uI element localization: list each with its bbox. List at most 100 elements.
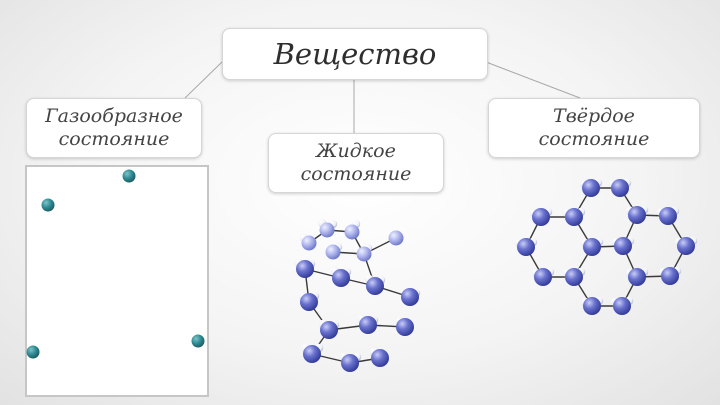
page-title: Вещество [273, 36, 437, 71]
liquid-molecule-1-hydrogen-0 [351, 219, 361, 229]
gas-state-label-line1: Газообразное [45, 105, 183, 128]
solid-molecule-9-hydrogen-1 [688, 236, 698, 246]
solid-molecule-5-hydrogen-0 [656, 207, 666, 217]
solid-molecule-10-hydrogen-1 [545, 267, 555, 277]
liquid-molecule-9-hydrogen-0 [411, 288, 421, 298]
liquid-molecule-13-hydrogen-0 [395, 316, 405, 326]
solid-molecule-12-hydrogen-1 [639, 267, 649, 277]
solid-molecule-14-hydrogen-0 [580, 297, 590, 307]
liquid-molecule-3-hydrogen-0 [333, 242, 343, 252]
liquid-bond-0 [326, 229, 353, 233]
solid-molecule-13-atom [661, 267, 679, 285]
liquid-state-label-line1: Жидкое [316, 140, 396, 163]
solid-molecule-10-atom [534, 268, 552, 286]
liquid-molecule-6-hydrogen-1 [306, 259, 316, 269]
solid-molecule-3-atom [565, 208, 583, 226]
solid-molecule-1-hydrogen-1 [622, 178, 632, 188]
liquid-molecule-8-hydrogen-0 [364, 274, 374, 284]
solid-molecule-7-hydrogen-1 [594, 237, 604, 247]
liquid-molecule-8-hydrogen-1 [376, 275, 386, 285]
liquid-molecule-2-atom [301, 235, 317, 251]
connector-solid [485, 61, 581, 99]
solid-molecule-3-hydrogen-0 [562, 208, 572, 218]
liquid-molecule-15-hydrogen-0 [339, 352, 349, 362]
solid-molecule-4-hydrogen-0 [625, 206, 635, 216]
solid-bond-10 [525, 246, 544, 278]
solid-state-label-line2: состояние [538, 128, 650, 150]
solid-molecule-15-hydrogen-1 [624, 296, 634, 306]
liquid-molecule-13-atom [396, 318, 414, 336]
solid-molecule-6-hydrogen-1 [528, 237, 538, 247]
solid-bond-5 [525, 216, 542, 248]
solid-molecule-5-atom [659, 207, 677, 225]
gas-container [25, 165, 209, 397]
title-box: Вещество [222, 28, 488, 80]
liquid-molecule-0-atom [319, 222, 335, 238]
liquid-molecule-9-atom [401, 288, 419, 306]
solid-molecule-2-atom [532, 208, 550, 226]
solid-molecule-9-atom [677, 237, 695, 255]
liquid-molecule-7-hydrogen-1 [342, 267, 352, 277]
solid-molecule-9-hydrogen-0 [674, 237, 684, 247]
solid-molecule-4-atom [628, 206, 646, 224]
solid-molecule-14-hydrogen-1 [594, 296, 604, 306]
solid-molecule-7-hydrogen-0 [580, 238, 590, 248]
solid-bond-1 [573, 187, 592, 218]
liquid-molecule-8-atom [366, 277, 384, 295]
liquid-molecule-6-hydrogen-0 [294, 258, 304, 268]
bonds-group [304, 187, 687, 364]
liquid-bond-14 [349, 357, 381, 364]
solid-molecule-14-atom [583, 297, 601, 315]
solid-bond-7 [622, 214, 638, 247]
solid-bond-4 [636, 214, 669, 217]
solid-bond-15 [636, 275, 671, 278]
solid-molecule-8-atom [614, 237, 632, 255]
solid-bond-14 [669, 245, 687, 277]
liquid-bond-8 [363, 253, 376, 287]
liquid-bond-6 [340, 277, 376, 287]
solid-molecule-13-hydrogen-1 [672, 266, 682, 276]
liquid-molecule-4-hydrogen-0 [363, 243, 373, 253]
solid-molecule-1-hydrogen-0 [608, 179, 618, 189]
liquid-molecule-15-atom [341, 354, 359, 372]
solid-molecule-10-hydrogen-0 [531, 268, 541, 278]
liquid-molecule-14-hydrogen-1 [314, 343, 324, 353]
liquid-molecule-14-hydrogen-0 [301, 343, 311, 353]
liquid-molecule-7-atom [332, 269, 350, 287]
liquid-state-box: Жидкое состояние [268, 133, 444, 193]
solid-molecule-7-atom [583, 238, 601, 256]
solid-molecule-0-atom [582, 179, 600, 197]
solid-molecule-6-atom [517, 238, 535, 256]
solid-molecule-4-hydrogen-1 [639, 205, 649, 215]
liquid-state-label-line2: состояние [300, 163, 412, 185]
liquid-molecule-12-hydrogen-1 [369, 315, 379, 325]
liquid-molecule-12-atom [359, 316, 377, 334]
liquid-molecule-11-atom [320, 321, 338, 339]
solid-molecule-0-hydrogen-1 [593, 178, 603, 188]
gas-state-box: Газообразное состояние [26, 98, 202, 158]
liquid-molecule-2-hydrogen-0 [299, 233, 309, 243]
solid-bond-6 [573, 216, 593, 248]
liquid-bond-9 [304, 268, 310, 303]
liquid-bond-5 [304, 268, 342, 279]
solid-bond-2 [619, 187, 638, 216]
liquid-molecule-16-hydrogen-0 [369, 347, 379, 357]
solid-molecule-11-atom [565, 268, 583, 286]
solid-bond-9 [591, 245, 624, 248]
solid-bond-13 [622, 245, 638, 278]
solid-molecule-15-atom [613, 297, 631, 315]
solid-molecule-12-atom [628, 268, 646, 286]
solid-molecule-11-hydrogen-1 [576, 267, 586, 277]
liquid-molecule-0-hydrogen-0 [317, 218, 327, 228]
liquid-molecule-0-hydrogen-1 [328, 219, 338, 229]
solid-molecule-2-hydrogen-0 [529, 208, 539, 218]
liquid-bond-3 [332, 251, 365, 255]
liquid-molecule-4-atom [356, 246, 372, 262]
liquid-bond-12 [367, 324, 406, 328]
solid-molecule-8-hydrogen-1 [625, 236, 635, 246]
liquid-molecule-15-hydrogen-1 [352, 352, 362, 362]
solid-molecule-1-atom [611, 179, 629, 197]
liquid-molecule-16-atom [371, 349, 389, 367]
solid-molecule-15-hydrogen-0 [610, 297, 620, 307]
liquid-bond-13 [311, 353, 351, 364]
